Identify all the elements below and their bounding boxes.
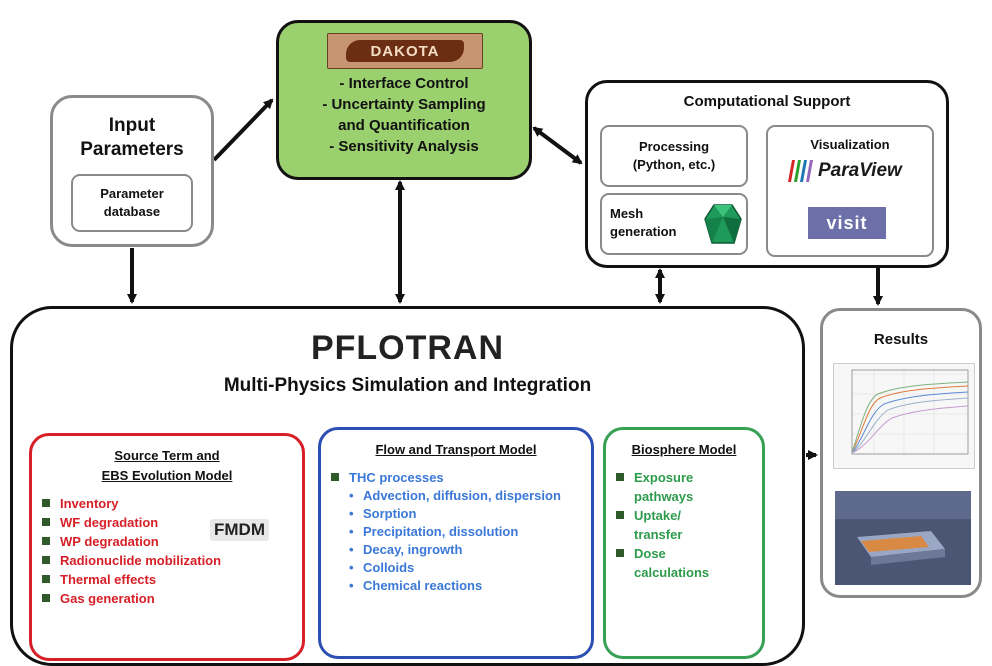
flow-transport-list: THC processes	[321, 468, 591, 487]
mesh-gem-icon	[704, 204, 742, 244]
list-item: Thermal effects	[42, 570, 302, 589]
fmdm-label: FMDM	[210, 519, 269, 541]
dakota-logo-text: DAKOTA	[346, 40, 464, 62]
source-term-model-box: Source Term and EBS Evolution Model FMDM…	[29, 433, 305, 661]
flow-transport-title: Flow and Transport Model	[375, 442, 537, 457]
dakota-box: DAKOTA - Interface Control - Uncertainty…	[276, 20, 532, 180]
list-item: WP degradation	[42, 532, 302, 551]
parameter-database-label: Parameter database	[100, 186, 164, 219]
list-item: Advection, diffusion, dispersion	[349, 487, 591, 505]
list-item: Sorption	[349, 505, 591, 523]
input-parameters-box: Input Parameters Parameter database	[50, 95, 214, 247]
paraview-logo-icon: ParaView	[784, 157, 902, 185]
computational-support-box: Computational Support Processing (Python…	[585, 80, 949, 268]
paraview-logo-text: ParaView	[818, 160, 902, 181]
visualization-title: Visualization	[810, 137, 890, 152]
parameter-database-box: Parameter database	[71, 174, 193, 232]
arrow-input-to-dakota	[212, 98, 274, 162]
pflotran-box: PFLOTRAN Multi-Physics Simulation and In…	[10, 306, 805, 666]
biosphere-title: Biosphere Model	[631, 442, 737, 457]
dakota-features: - Interface Control - Uncertainty Sampli…	[322, 75, 486, 155]
source-term-title: Source Term and EBS Evolution Model	[101, 448, 233, 483]
processing-box: Processing (Python, etc.)	[600, 125, 748, 187]
list-item: Chemical reactions	[349, 577, 591, 595]
list-item: Radionuclide mobilization	[42, 551, 302, 570]
list-item: Gas generation	[42, 589, 302, 608]
visualization-box: Visualization ParaView visit	[766, 125, 934, 257]
source-term-list: Inventory WF degradation WP degradation …	[32, 494, 302, 608]
paraview-bars-icon	[788, 160, 813, 182]
list-item: WF degradation	[42, 513, 302, 532]
list-item: Precipitation, dissolution	[349, 523, 591, 541]
pflotran-title: PFLOTRAN	[310, 329, 505, 367]
list-item: Dose calculations	[616, 544, 762, 582]
visit-logo-text: visit	[826, 212, 868, 233]
mesh-generation-box: Mesh generation	[600, 193, 748, 255]
results-title: Results	[873, 331, 929, 348]
visit-logo-icon: visit	[808, 207, 886, 239]
dakota-logo: DAKOTA	[327, 33, 483, 69]
list-item: Colloids	[349, 559, 591, 577]
list-item: Exposure pathways	[616, 468, 762, 506]
computational-support-title: Computational Support	[683, 93, 851, 110]
mesh-generation-label: Mesh generation	[610, 206, 677, 239]
processing-label: Processing (Python, etc.)	[632, 139, 716, 172]
thc-sub-list: Advection, diffusion, dispersion Sorptio…	[321, 487, 591, 595]
biosphere-list: Exposure pathways Uptake/ transfer Dose …	[606, 468, 762, 582]
results-render-image	[835, 491, 971, 585]
arrow-dakota-computational	[532, 126, 583, 165]
results-plot-image	[833, 363, 975, 469]
input-parameters-title: Input Parameters	[80, 115, 184, 160]
pflotran-subtitle: Multi-Physics Simulation and Integration	[223, 375, 592, 396]
flow-transport-model-box: Flow and Transport Model THC processes A…	[318, 427, 594, 659]
list-item: Uptake/ transfer	[616, 506, 762, 544]
list-item: THC processes	[331, 468, 591, 487]
biosphere-model-box: Biosphere Model Exposure pathways Uptake…	[603, 427, 765, 659]
list-item: Inventory	[42, 494, 302, 513]
list-item: Decay, ingrowth	[349, 541, 591, 559]
results-box: Results	[820, 308, 982, 598]
